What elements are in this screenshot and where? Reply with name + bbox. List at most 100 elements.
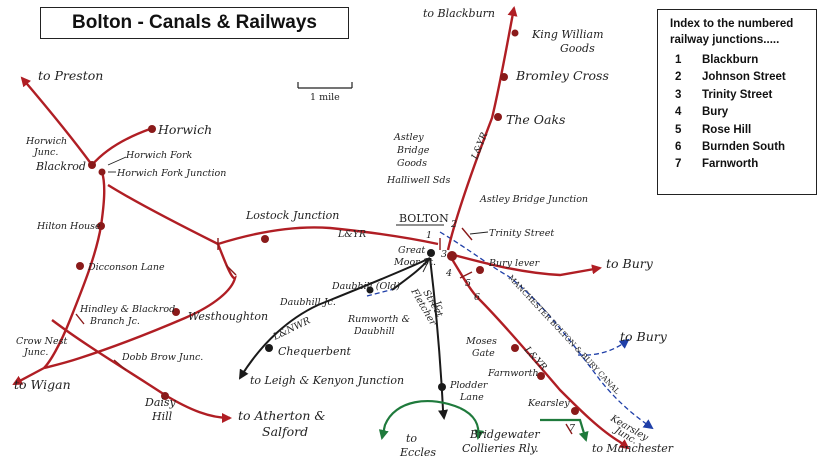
label-astley: Astley [393, 132, 424, 143]
label-westhoughton: Westhoughton [188, 310, 268, 323]
label-crow-nest-junc: Junc. [22, 347, 48, 358]
station-dot [88, 161, 96, 169]
label-chequerbent: Chequerbent [278, 345, 352, 358]
label-blackrod: Blackrod [35, 160, 86, 173]
label-bury-lever: Bury lever [488, 258, 541, 269]
station-dot [98, 168, 106, 176]
label-halliwell: Halliwell Sds [386, 175, 451, 186]
station-dot [494, 113, 502, 121]
label-to-bury-canal: to Bury [620, 329, 668, 344]
station-dot [97, 222, 105, 230]
label-horwich-junc-2: Junc. [32, 147, 58, 158]
label-rumworth: Rumworth & [347, 314, 410, 325]
label-dicconson-lane: Dicconson Lane [87, 262, 165, 273]
label-to-bury-rail: to Bury [606, 256, 654, 271]
station-dot [265, 344, 273, 352]
station-dot [148, 125, 156, 133]
bridgewater-lines [378, 400, 589, 442]
label-rumworth-daubhill: Daubhill [353, 326, 395, 337]
label-to-atherton: to Atherton & [238, 408, 325, 423]
label-bridgewater-collieries: Collieries Rly. [462, 442, 539, 455]
junction-number: 4 [445, 268, 452, 279]
label-lyr-north: L&YR [469, 131, 490, 162]
label-to-preston: to Preston [38, 68, 103, 83]
label-horwich-fork-junction: Horwich Fork Junction [116, 168, 226, 179]
station-dot [571, 407, 579, 415]
station-dot [537, 372, 545, 380]
station-dot [511, 29, 519, 37]
label-lostock-junction: Lostock Junction [245, 209, 339, 222]
junction-number: 5 [465, 278, 471, 289]
label-to-eccles-2: Eccles [399, 446, 436, 459]
station-dot [76, 262, 84, 270]
label-king-william-goods: Goods [560, 42, 595, 55]
label-to-wigan: to Wigan [14, 377, 71, 392]
junction-number: 2 [450, 219, 457, 230]
label-to-eccles: to [406, 432, 417, 445]
junction-number: 7 [569, 423, 576, 434]
label-plodder-lane: Lane [459, 392, 484, 403]
scale-label: 1 mile [310, 92, 340, 103]
label-crow-nest: Crow Nest [16, 336, 67, 347]
stations [76, 29, 579, 415]
lnwr-lines [238, 257, 448, 420]
station-dot [500, 73, 508, 81]
label-daubhill-old: Daubhill (Old) [331, 281, 400, 292]
station-dot [366, 286, 374, 294]
label-moses-gate: Gate [472, 348, 495, 359]
label-hindley-branch: Branch Jc. [89, 316, 140, 327]
label-trinity-street: Trinity Street [489, 228, 554, 239]
label-daubhill-jc: Daubhill Jc. [279, 297, 336, 308]
scale-bar [297, 82, 353, 89]
label-great-moor-st: Moor St. [393, 257, 436, 268]
label-horwich-junc: Horwich [25, 136, 67, 147]
label-king-william: King William [531, 28, 604, 41]
station-dot [172, 308, 180, 316]
label-bromley-cross: Bromley Cross [515, 68, 609, 83]
lyr-lines [12, 6, 630, 450]
label-hilton-house: Hilton House [36, 221, 101, 232]
station-dot [438, 383, 446, 391]
label-hindley: Hindley & Blackrod [79, 304, 175, 315]
label-lyr-west: L&YR [337, 229, 366, 240]
label-horwich: Horwich [157, 122, 212, 137]
junction-marks [75, 227, 573, 435]
label-to-blackburn: to Blackburn [423, 7, 495, 20]
label-to-leigh: to Leigh & Kenyon Junction [250, 374, 404, 387]
station-dot [447, 251, 457, 261]
label-plodder: Plodder [449, 380, 489, 391]
station-dot [261, 235, 269, 243]
map-labels: to Preston to Blackburn King William Goo… [14, 7, 674, 459]
label-bridgewater: Bridgewater [469, 428, 540, 441]
label-horwich-fork: Horwich Fork [125, 150, 193, 161]
station-dot [511, 344, 519, 352]
station-dot [476, 266, 484, 274]
index-heading: Index to the numbered railway junctions.… [670, 18, 794, 46]
label-farnworth: Farnworth [487, 368, 539, 379]
station-dot [427, 249, 435, 257]
label-moses: Moses [465, 336, 497, 347]
label-daisy-hill: Hill [151, 410, 173, 423]
label-bolton: BOLTON [399, 212, 449, 225]
label-to-manchester: to Manchester [592, 442, 674, 455]
label-astley-bridge: Bridge [396, 145, 430, 156]
label-astley-bridge-junction: Astley Bridge Junction [479, 194, 588, 205]
label-the-oaks: The Oaks [506, 112, 565, 127]
label-dobb-brow: Dobb Brow Junc. [121, 352, 203, 363]
junction-number: 6 [474, 292, 480, 303]
junction-index: Index to the numbered railway junctions.… [657, 9, 817, 195]
label-to-atherton-salford: Salford [262, 424, 308, 439]
label-astley-goods: Goods [397, 158, 427, 169]
map-title: Bolton - Canals & Railways [40, 7, 349, 39]
station-dot [161, 392, 169, 400]
junction-number: 3 [441, 249, 447, 260]
label-daisy: Daisy [144, 396, 177, 409]
